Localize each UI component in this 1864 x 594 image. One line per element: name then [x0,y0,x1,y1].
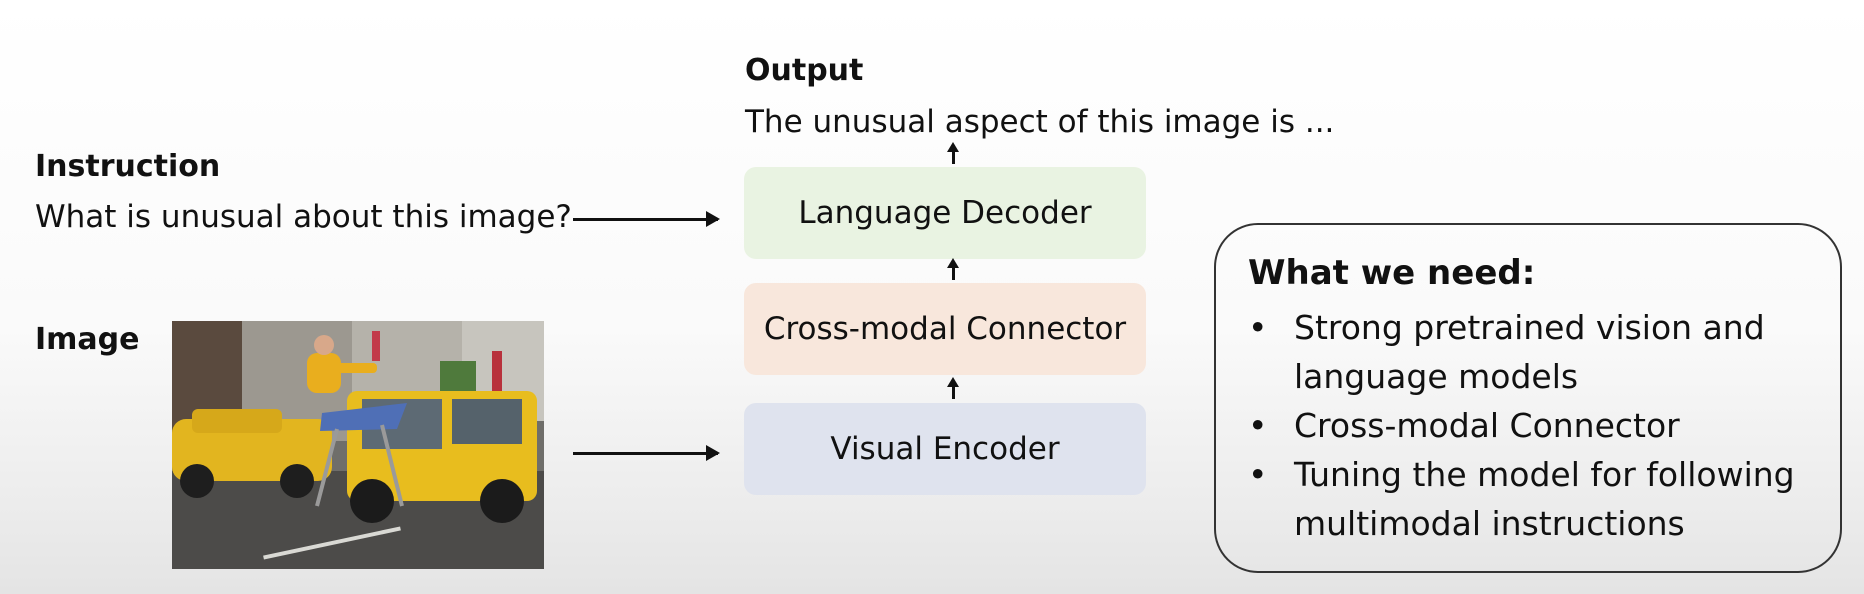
list-item: • Cross-modal Connector [1248,401,1814,450]
image-heading: Image [35,322,140,357]
cross-modal-connector-label: Cross-modal Connector [763,311,1127,347]
instruction-text: What is unusual about this image? [35,199,572,235]
visual-encoder-label: Visual Encoder [830,431,1060,467]
list-item: • Strong pretrained vision and language m… [1248,303,1814,401]
language-decoder-box: Language Decoder [744,167,1146,259]
output-heading: Output [745,53,864,88]
output-text: The unusual aspect of this image is ... [745,104,1335,140]
instruction-arrow [573,211,720,227]
connector-to-decoder-arrow [947,258,959,280]
requirements-title: What we need: [1248,253,1536,293]
image-arrow [573,445,720,461]
instruction-heading: Instruction [35,149,221,184]
encoder-to-connector-arrow [947,377,959,399]
requirement-text: Tuning the model for following multimoda… [1294,455,1795,543]
requirements-box: What we need: • Strong pretrained vision … [1214,223,1842,573]
requirements-list: • Strong pretrained vision and language m… [1248,303,1814,548]
requirement-text: Strong pretrained vision and language mo… [1294,308,1765,396]
requirement-text: Cross-modal Connector [1294,406,1680,445]
language-decoder-label: Language Decoder [798,195,1092,231]
bullet-icon: • [1248,308,1268,347]
list-item: • Tuning the model for following multimod… [1248,450,1814,548]
bullet-icon: • [1248,406,1268,445]
decoder-to-output-arrow [947,142,959,164]
visual-encoder-box: Visual Encoder [744,403,1146,495]
bullet-icon: • [1248,455,1268,494]
cross-modal-connector-box: Cross-modal Connector [744,283,1146,375]
taxi-ironing-photo [172,321,544,569]
